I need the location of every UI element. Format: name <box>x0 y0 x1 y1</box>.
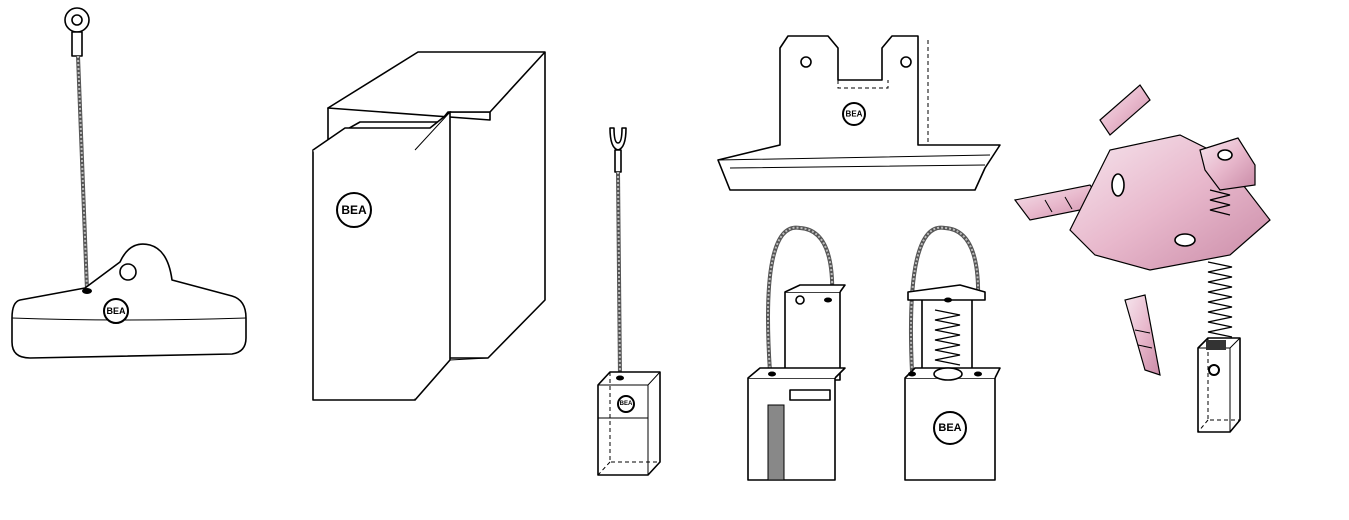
brush-holder-assembly <box>747 225 846 481</box>
large-block-brush: BEA <box>312 51 546 401</box>
brush-bracket: BEA <box>717 35 1001 191</box>
bea-logo <box>1208 364 1220 376</box>
brush-holder-with-spring: BEA <box>904 225 1001 481</box>
svg-text:BEA: BEA <box>106 306 126 316</box>
svg-text:BEA: BEA <box>846 110 863 119</box>
bea-logo: BEA <box>842 102 866 126</box>
brush-with-fork-terminal: BEA <box>597 127 661 476</box>
spring-clip-brush <box>1013 84 1271 433</box>
bea-logo: BEA <box>103 298 129 324</box>
svg-text:BEA: BEA <box>938 422 961 434</box>
brush-with-eyelet-terminal: BEA <box>11 7 247 359</box>
spring-icon <box>934 309 961 366</box>
bea-logo: BEA <box>617 395 635 413</box>
svg-text:BEA: BEA <box>620 401 633 407</box>
bea-logo: BEA <box>336 192 372 228</box>
svg-text:BEA: BEA <box>341 203 367 217</box>
bea-logo: BEA <box>933 411 967 445</box>
spring-icon <box>1209 189 1231 216</box>
fork-terminal-icon <box>609 127 627 151</box>
